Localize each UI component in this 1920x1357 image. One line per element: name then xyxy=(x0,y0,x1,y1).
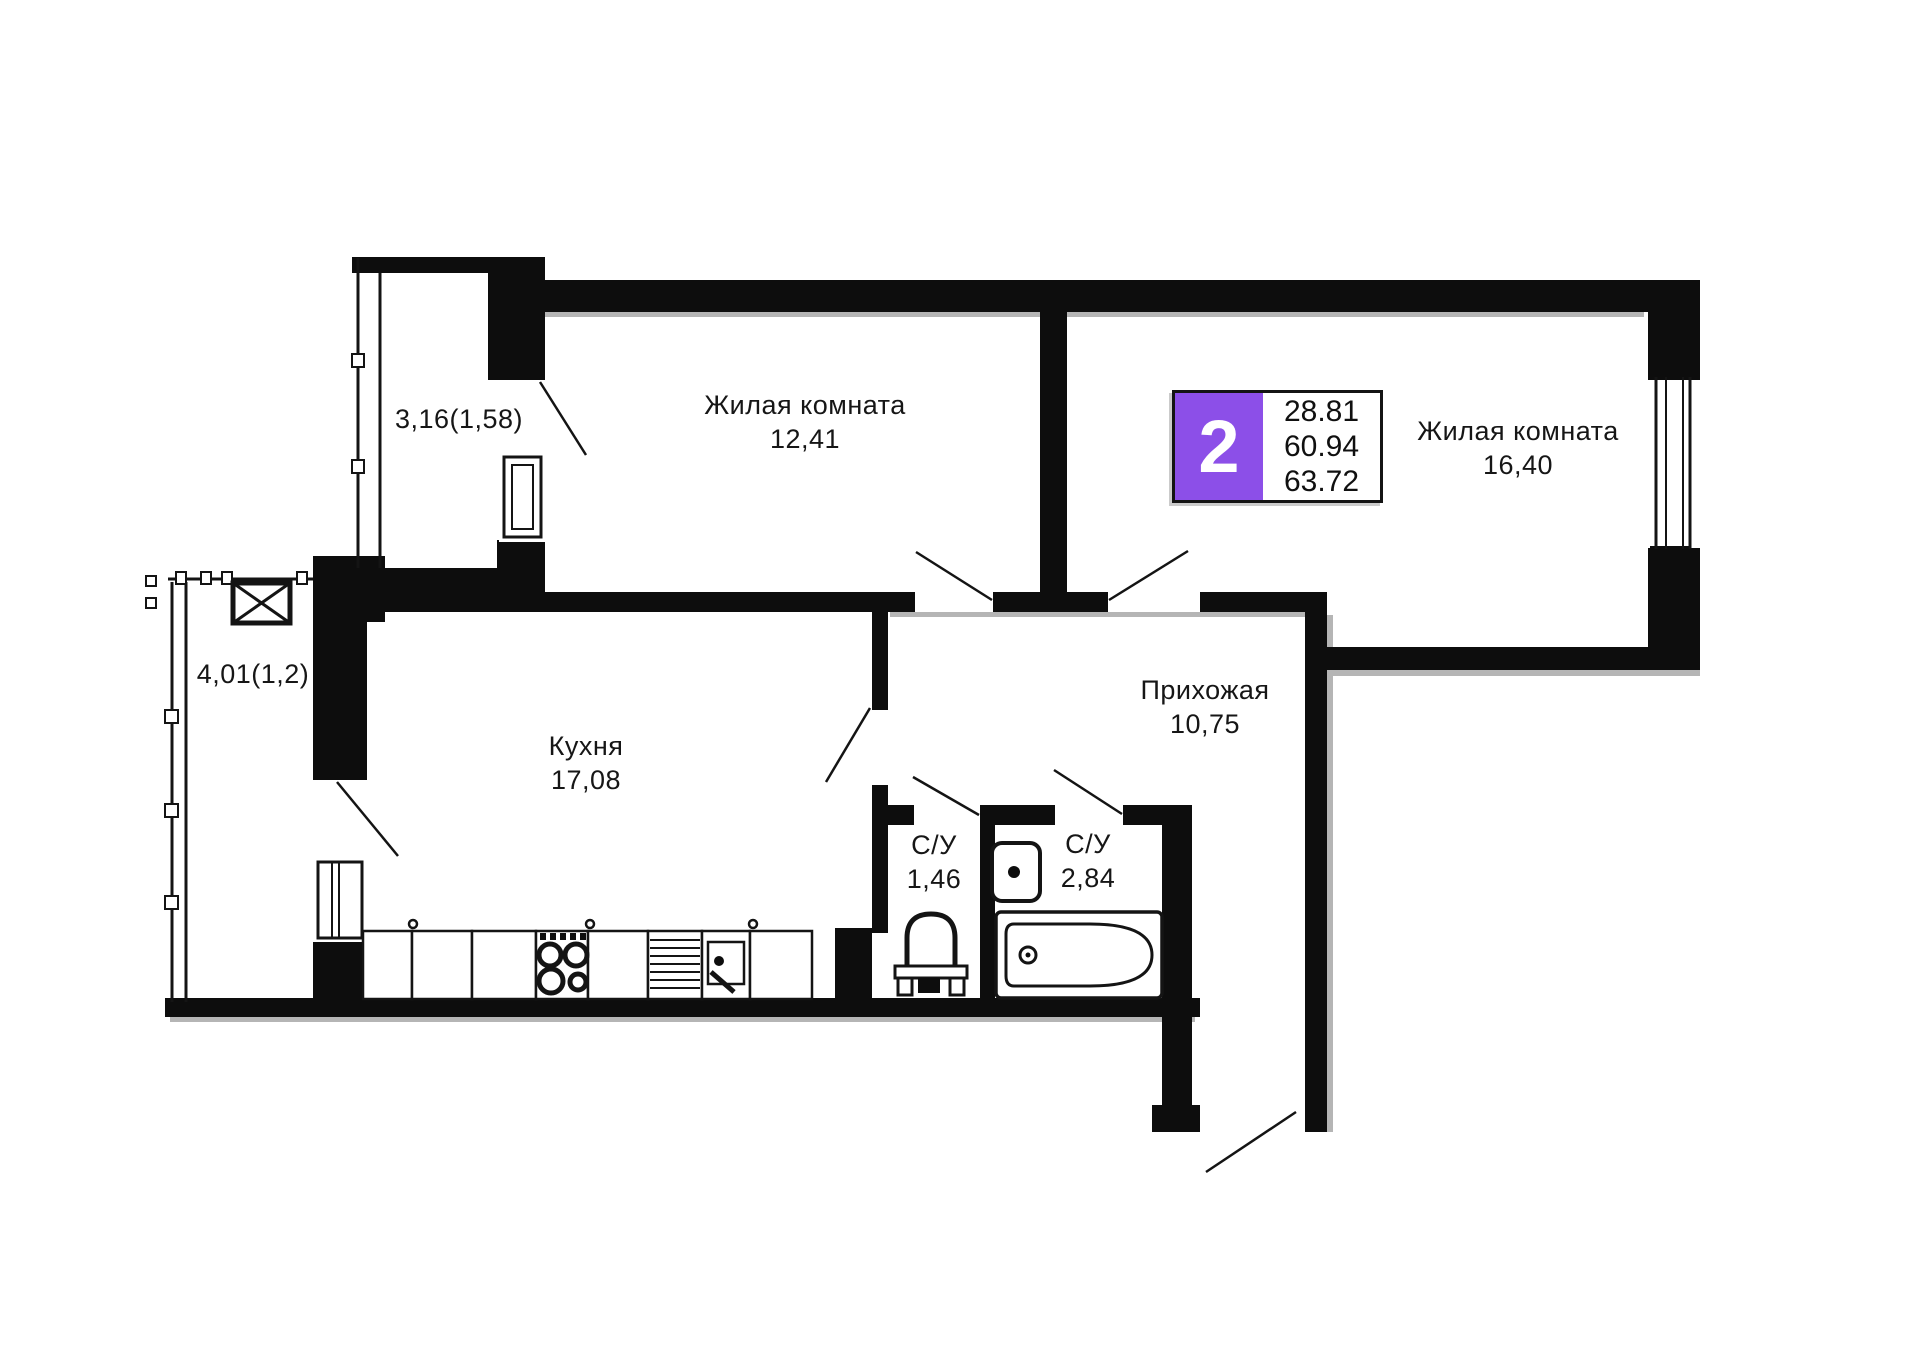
glazing-ticks xyxy=(351,353,365,474)
balcony-label-left: 4,01(1,2) xyxy=(196,659,310,689)
room-area: 17,08 xyxy=(550,765,622,795)
window-room2 xyxy=(1650,373,1692,552)
room-label-wc-2: С/У 2,84 xyxy=(1061,827,1116,895)
room-name: С/У xyxy=(1065,829,1111,859)
toilet-icon xyxy=(893,911,969,997)
window-balcony-kitchen xyxy=(313,858,367,942)
room-area: 2,84 xyxy=(1060,863,1116,893)
badge-areas: 28.81 60.94 63.72 xyxy=(1263,393,1380,500)
window-balcony-room1 xyxy=(499,452,546,542)
balcony-glazing-top xyxy=(356,258,382,568)
room-area: 10,75 xyxy=(1169,709,1241,739)
room-label-living-2: Жилая комната 16,40 xyxy=(1417,414,1619,482)
vent-hatch-icon xyxy=(230,580,293,626)
balcony-glazing-left xyxy=(168,577,313,1002)
walls xyxy=(165,257,1700,1132)
balcony-label-top: 3,16(1,58) xyxy=(394,404,524,434)
room-label-kitchen: Кухня 17,08 xyxy=(549,729,624,797)
room-area: 12,41 xyxy=(769,424,841,454)
door-swings xyxy=(336,381,1297,1174)
washbasin-icon xyxy=(990,841,1042,903)
room-name: Жилая комната xyxy=(1417,416,1619,446)
room-area: 16,40 xyxy=(1482,450,1554,480)
counter-knobs xyxy=(407,918,759,930)
badge-area-value: 60.94 xyxy=(1283,430,1360,463)
room-label-living-1: Жилая комната 12,41 xyxy=(704,388,906,456)
apartment-badge: 2 28.81 60.94 63.72 xyxy=(1172,390,1383,503)
room-area: 1,46 xyxy=(906,864,962,894)
kitchen-sink-icon xyxy=(706,940,746,994)
room-label-wc-1: С/У 1,46 xyxy=(907,828,962,896)
room-name: Кухня xyxy=(548,731,624,761)
badge-room-count: 2 xyxy=(1175,393,1263,500)
glazing-ticks xyxy=(145,571,308,910)
badge-area-value: 28.81 xyxy=(1283,395,1360,428)
room-label-hallway: Прихожая 10,75 xyxy=(1140,673,1269,741)
bathtub-icon xyxy=(994,910,1164,1000)
room-name: Жилая комната xyxy=(704,390,906,420)
badge-area-value: 63.72 xyxy=(1283,465,1360,498)
room-name: Прихожая xyxy=(1140,675,1270,705)
stove-icon xyxy=(536,933,590,996)
dish-rack-icon xyxy=(650,939,700,989)
room-name: С/У xyxy=(911,830,957,860)
